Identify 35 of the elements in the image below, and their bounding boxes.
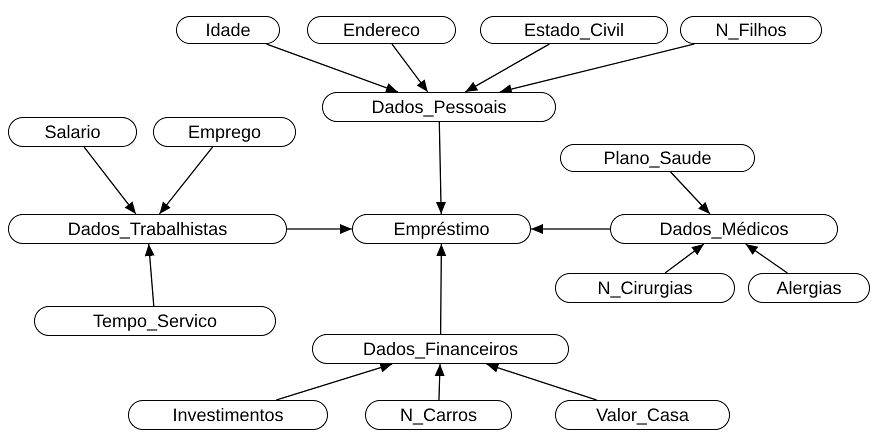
arrow <box>664 243 704 274</box>
attribute-node: Alergias <box>748 273 870 303</box>
arrow <box>266 43 398 93</box>
attribute-node: Dados_Pessoais <box>322 92 556 122</box>
arrow <box>486 362 597 401</box>
attribute-node: Emprego <box>153 117 296 147</box>
arrow <box>84 146 136 214</box>
attribute-node: Dados_Trabalhistas <box>8 214 287 244</box>
arrow <box>464 43 550 93</box>
attribute-node: Salario <box>8 117 137 147</box>
attribute-node: Endereco <box>307 16 456 44</box>
attribute-node: Dados_Médicos <box>610 214 838 244</box>
attribute-node: N_Filhos <box>680 16 822 44</box>
arrow <box>276 362 392 401</box>
arrow <box>670 172 710 214</box>
arrow <box>745 243 788 274</box>
arrow <box>436 244 446 334</box>
attribute-node: Empréstimo <box>352 214 531 244</box>
attribute-node: Plano_Saude <box>560 144 755 172</box>
arrow <box>144 244 155 306</box>
attribute-node: Tempo_Servico <box>34 306 276 336</box>
attribute-node: N_Carros <box>365 400 512 430</box>
attribute-node: Valor_Casa <box>555 400 730 430</box>
arrow <box>391 44 428 92</box>
attribute-node: Investimentos <box>128 400 328 430</box>
attribute-node: Idade <box>176 16 280 44</box>
arrow <box>287 224 352 234</box>
arrow <box>436 122 446 214</box>
arrow <box>158 146 214 214</box>
arrow <box>434 364 445 400</box>
arrow <box>500 43 694 94</box>
attribute-node: N_Cirurgias <box>555 273 735 303</box>
attribute-node: Dados_Financeiros <box>312 334 569 364</box>
arrow <box>531 224 610 234</box>
attribute-node: Estado_Civil <box>480 16 668 44</box>
